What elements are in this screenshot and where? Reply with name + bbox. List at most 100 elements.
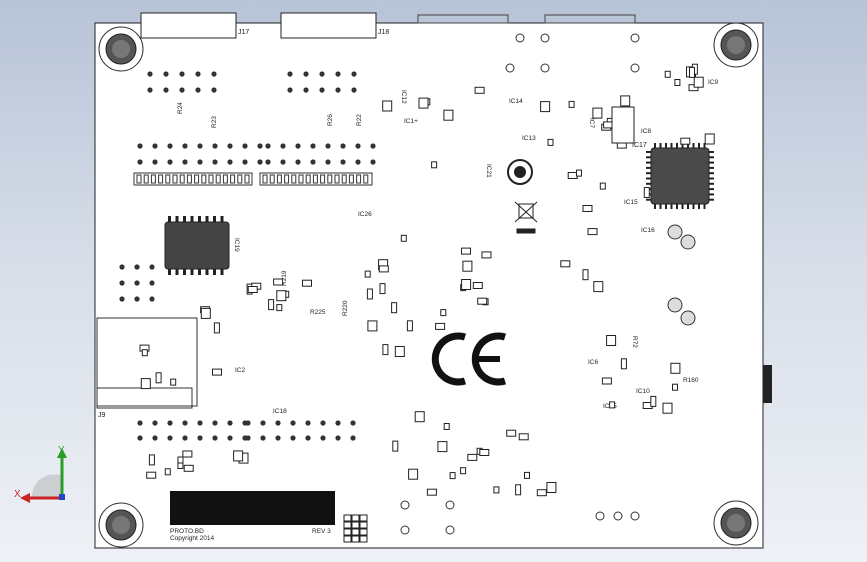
smd-part xyxy=(406,320,413,332)
strip-pin xyxy=(165,174,171,184)
pin-dot xyxy=(227,420,233,426)
pin-dot xyxy=(351,87,357,93)
smd-part xyxy=(378,265,389,273)
smd-part xyxy=(680,137,691,145)
smd-part xyxy=(366,288,373,300)
strip-pin xyxy=(298,174,304,184)
pin-dot xyxy=(134,296,140,302)
strip-pin xyxy=(363,174,369,184)
r72-label: R72 xyxy=(631,336,638,348)
smd-part xyxy=(140,378,151,390)
ic21-label: IC21 xyxy=(485,164,492,178)
smd-part xyxy=(472,282,483,289)
pin-dot xyxy=(149,264,155,270)
strip-pin xyxy=(341,174,347,184)
r22-label: R22 xyxy=(356,114,363,126)
pin-dot xyxy=(197,435,203,441)
smd-part xyxy=(603,121,614,129)
ic12-label: IC12 xyxy=(400,90,407,104)
smd-part xyxy=(474,86,485,94)
strip-pin xyxy=(305,174,311,184)
pin-dot xyxy=(212,143,218,149)
pin-dot xyxy=(350,435,356,441)
strip-pin xyxy=(284,174,290,184)
smd-part xyxy=(593,281,604,293)
pin-dot xyxy=(227,435,233,441)
smd-part xyxy=(213,322,220,334)
smd-part xyxy=(650,395,657,407)
pin-dot xyxy=(242,143,248,149)
ic-pin xyxy=(687,204,689,209)
via xyxy=(613,511,623,521)
ic-pin xyxy=(175,216,179,222)
smd-part xyxy=(268,299,275,311)
grid-cell xyxy=(359,514,368,522)
smd-part xyxy=(182,450,193,458)
smd-part xyxy=(592,107,603,119)
pin-dot xyxy=(260,435,266,441)
pin-dot xyxy=(242,159,248,165)
pin-dot xyxy=(303,87,309,93)
mounting-hole-bottom-left xyxy=(98,502,144,548)
smd-part xyxy=(664,70,671,78)
ic-pin xyxy=(646,177,651,180)
ic-pin xyxy=(646,182,651,185)
pin-dot xyxy=(212,159,218,165)
pin-dot xyxy=(179,71,185,77)
pin-dot xyxy=(147,87,153,93)
ic-pin xyxy=(709,166,714,169)
pin-dot xyxy=(350,420,356,426)
weee-bin-icon xyxy=(514,201,538,234)
smd-part xyxy=(233,450,244,462)
ic-pin xyxy=(681,143,684,148)
ic-pin xyxy=(183,269,186,275)
ic17-label: IC17 xyxy=(632,142,647,149)
j9-label: J9 xyxy=(98,412,106,419)
smd-part xyxy=(674,79,681,86)
smd-part xyxy=(418,97,429,109)
pin-dot xyxy=(245,420,251,426)
smd-part xyxy=(367,320,378,332)
smd-part xyxy=(540,101,551,113)
crystal xyxy=(680,234,696,250)
pin-dot xyxy=(182,143,188,149)
pin-dot xyxy=(227,159,233,165)
smd-part xyxy=(620,95,631,107)
smd-part xyxy=(443,109,454,121)
pin-dot xyxy=(119,264,125,270)
ic-pin xyxy=(646,161,651,164)
smd-part xyxy=(164,468,171,476)
smd-part xyxy=(148,454,155,466)
ic-pin xyxy=(692,204,695,209)
pin-dot xyxy=(355,159,361,165)
via xyxy=(630,511,640,521)
smd-part xyxy=(587,228,598,236)
smd-part xyxy=(177,456,184,464)
ic19-label: IC19 xyxy=(233,238,240,252)
pin-dot xyxy=(295,143,301,149)
pin-dot xyxy=(310,159,316,165)
strip-pin xyxy=(201,174,207,184)
smd-part xyxy=(506,429,517,437)
pin-dot xyxy=(319,71,325,77)
side-connector xyxy=(763,365,772,403)
strip-pin xyxy=(244,174,250,184)
strip-pin xyxy=(230,174,236,184)
r220-label: R220 xyxy=(342,300,349,316)
pin-dot xyxy=(325,143,331,149)
ic-pin xyxy=(681,204,684,209)
ic-pin xyxy=(198,216,201,222)
ic-pin xyxy=(665,204,667,209)
smd-part xyxy=(582,205,593,212)
strip-pin xyxy=(150,174,156,184)
strip-pin xyxy=(222,174,228,184)
ic-pin xyxy=(168,216,171,222)
ic-pin xyxy=(198,269,201,275)
grid-cell xyxy=(343,514,352,522)
smd-part xyxy=(609,401,616,409)
ic16-label: IC16 xyxy=(641,227,655,234)
ic-pin xyxy=(687,143,689,148)
ic2-label: IC2 xyxy=(235,367,246,374)
r23-label: R23 xyxy=(211,116,218,128)
smd-part xyxy=(704,133,715,145)
